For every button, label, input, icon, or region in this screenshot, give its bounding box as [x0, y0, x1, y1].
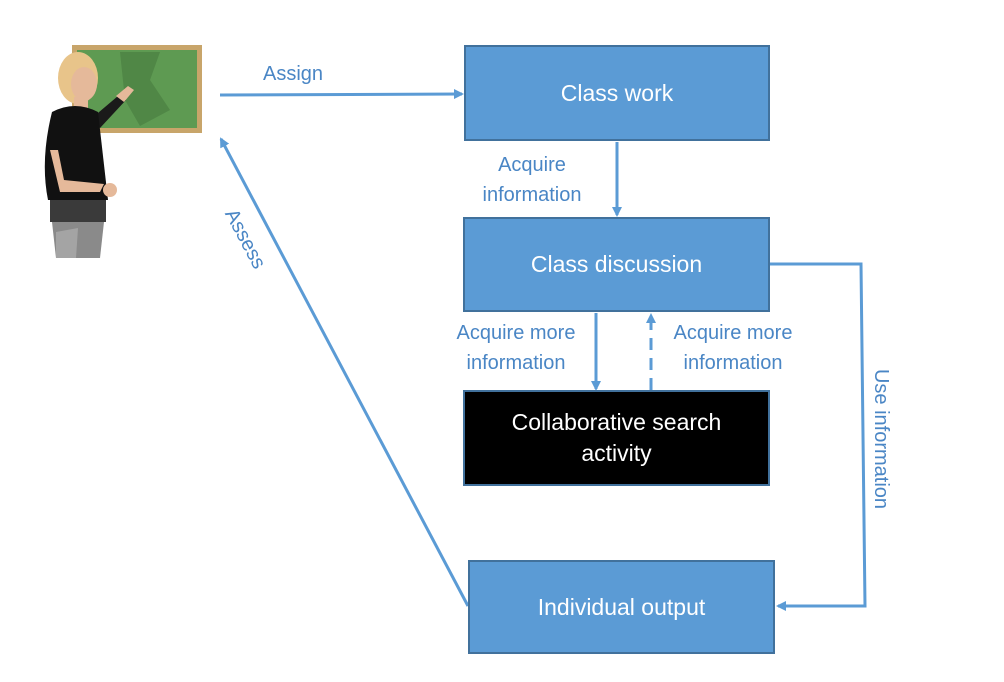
node-individual-output-label: Individual output — [537, 593, 706, 620]
edge-assess — [219, 137, 470, 607]
label-acquire-information-line1: Acquire — [498, 154, 566, 176]
node-collaborative-search-label: Collaborative search activity — [511, 409, 722, 466]
label-acquire-more-left: Acquire more information — [442, 318, 590, 378]
node-class-work-label: Class work — [560, 79, 674, 106]
node-class-discussion-label: Class discussion — [530, 251, 703, 277]
label-acquire-information: Acquire information — [462, 150, 602, 210]
label-acquire-information-line2: information — [482, 184, 582, 206]
label-acquire-more-right-line1: Acquire more — [673, 322, 793, 344]
label-assign: Assign — [263, 63, 324, 85]
teacher-icon — [44, 45, 202, 258]
edge-use-information — [770, 262, 867, 611]
label-acquire-more-left-line2: information — [466, 352, 566, 374]
label-acquire-more-left-line1: Acquire more — [456, 322, 576, 344]
node-class-work: Class work — [464, 45, 770, 141]
label-use-information: Use information — [870, 368, 892, 510]
label-acquire-more-right: Acquire more information — [659, 318, 807, 378]
node-individual-output: Individual output — [468, 560, 775, 654]
node-collaborative-search: Collaborative search activity — [463, 390, 770, 486]
edge-assign — [219, 89, 464, 100]
node-class-discussion: Class discussion — [463, 217, 770, 312]
label-acquire-more-right-line2: information — [683, 352, 783, 374]
